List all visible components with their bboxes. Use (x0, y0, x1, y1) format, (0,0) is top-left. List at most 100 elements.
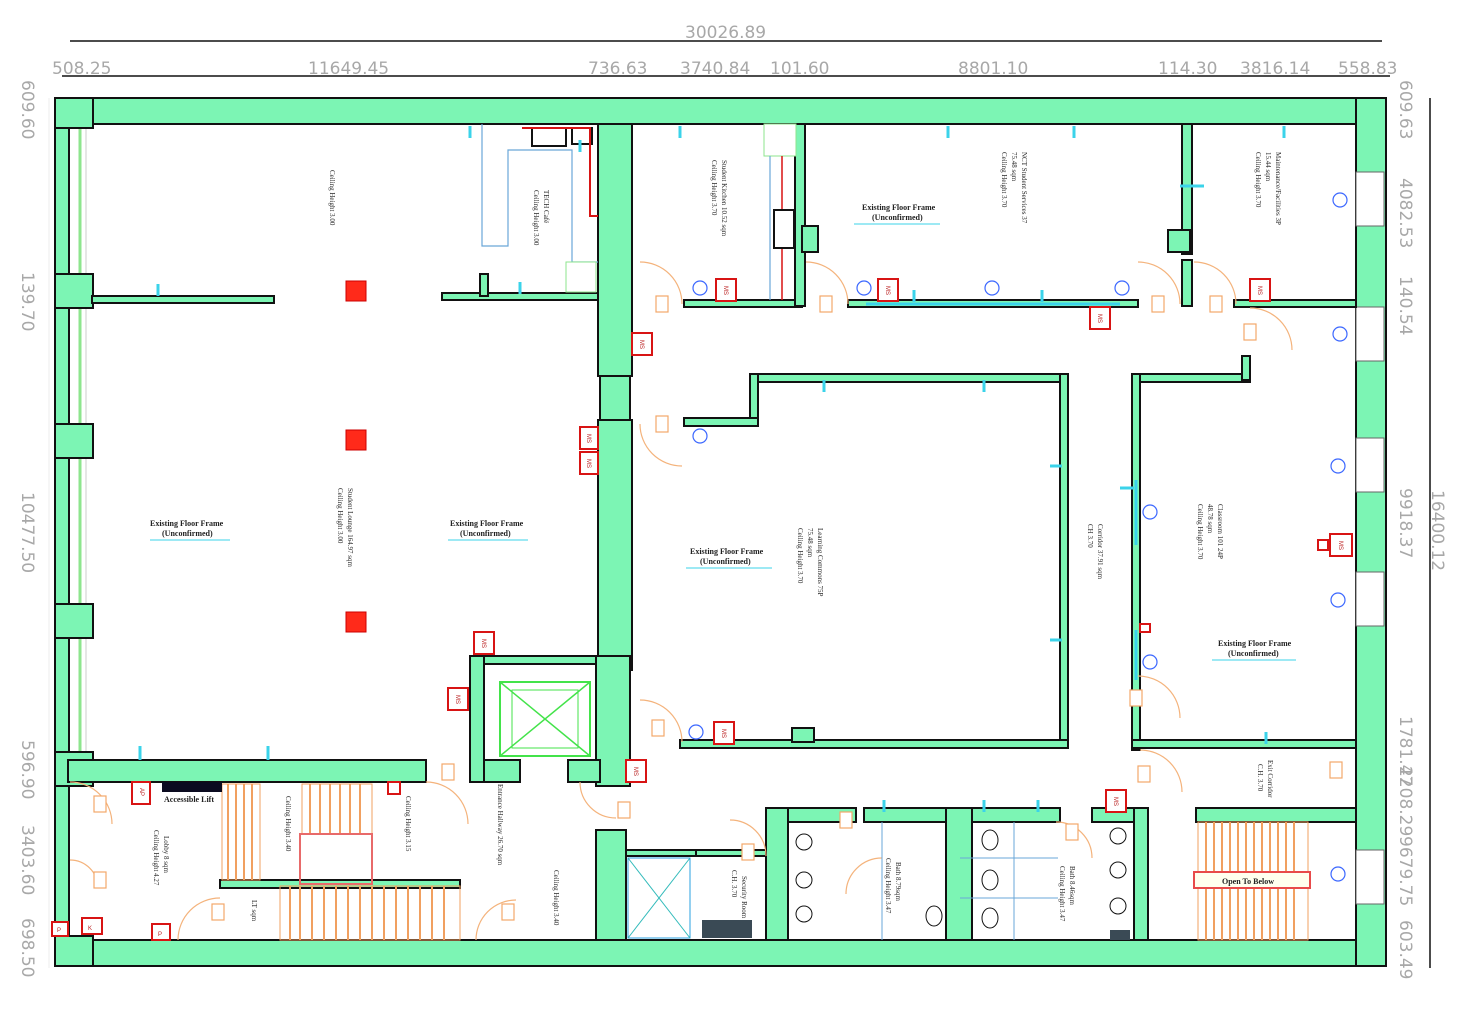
top-dim-6: 8801.10 (958, 59, 1028, 79)
cafe-ceiling: Ceiling Height 3.00 (532, 190, 540, 246)
top-dim-2: 11649.45 (308, 59, 389, 79)
ms-label-7: MS (585, 459, 591, 468)
entrance-hallway-name: Entrance Hallway 26.70 sqm (496, 784, 504, 866)
frame-label-3: Existing Floor Frame (690, 547, 764, 556)
ap-tag: AP (138, 788, 144, 796)
outer-walls (54, 97, 1387, 967)
cafe-counter (481, 124, 598, 293)
services-name: NCT Student Services 37 (1020, 152, 1028, 224)
exit-corridor-ceiling: C.H. 3.70 (1256, 764, 1264, 792)
p-tag-2: P (158, 932, 162, 938)
dimension-lines (48, 40, 1431, 968)
bathroom-fixtures (702, 822, 1130, 940)
ms-label-6: MS (585, 434, 591, 443)
security-area: C.H. 3.70 (730, 870, 738, 898)
ms-label-2: MS (884, 286, 890, 295)
bath-m-name: Bath 8.79sqm (894, 862, 902, 901)
kitchen-ceiling: Ceiling Height 3.70 (710, 160, 718, 216)
door-swings (69, 261, 1293, 941)
p-tag-1: P (57, 928, 61, 934)
frame-sub-5: (Unconfirmed) (1228, 649, 1279, 658)
right-dim-6: 2208.29 (1395, 766, 1415, 836)
bath-f-name: Bath 8.46sqm (1068, 866, 1076, 905)
interior-walls (67, 123, 1357, 941)
top-dim-3: 736.63 (588, 59, 647, 79)
right-windows (1355, 171, 1385, 905)
left-dim-2: 139.70 (17, 272, 37, 331)
security-name: Security Room (740, 876, 748, 919)
stairs-lobby (221, 783, 461, 941)
commons-name: Learning Commons 75P (816, 528, 824, 597)
accessible-lift-bar (162, 782, 222, 792)
maintenance-area: 15.44 sqm (1264, 152, 1272, 182)
classroom-ceiling: Ceiling Height 3.70 (1196, 504, 1204, 560)
overall-width-dimension: 30026.89 (685, 23, 766, 43)
lounge-top-ceiling: Ceiling Height 3.00 (328, 170, 336, 226)
lounge-ceiling: Ceiling Height 3.00 (336, 488, 344, 544)
ms-label-8: MS (480, 639, 486, 648)
ms-tag-labels: MS MS MS MS MS MS MS MS MS MS MS MS MS (454, 286, 1343, 806)
floor-frame-labels: Existing Floor Frame (Unconfirmed) Exist… (150, 203, 1296, 661)
lobby-ceiling: Ceiling Height 4.27 (152, 830, 160, 886)
ms-label-9: MS (454, 695, 460, 704)
top-dim-1: 508.25 (52, 59, 111, 79)
ms-label-1: MS (722, 286, 728, 295)
open-to-below-label: Open To Below (1222, 877, 1274, 886)
services-area: 75.48 sqm (1010, 152, 1018, 182)
right-overall-dim: 16400.12 (1427, 490, 1447, 571)
top-dim-7: 114.30 (1158, 59, 1217, 79)
ms-label-10: MS (720, 729, 726, 738)
left-dimensions: 609.60 139.70 10477.50 596.90 3403.60 69… (17, 80, 37, 977)
left-dim-6: 698.50 (17, 918, 37, 977)
ms-label-11: MS (632, 767, 638, 776)
columns (345, 280, 367, 633)
commons-area: 75.48 sqm (806, 528, 814, 558)
frame-sub-4: (Unconfirmed) (872, 213, 923, 222)
left-dim-1: 609.60 (17, 80, 37, 139)
frame-label-1: Existing Floor Frame (150, 519, 224, 528)
frame-sub-2: (Unconfirmed) (460, 529, 511, 538)
cafe-name: TECH Café (542, 190, 550, 223)
exit-corridor-name: Exit Corridor (1266, 760, 1274, 798)
top-dim-8: 3816.14 (1240, 59, 1310, 79)
room-labels: Ceiling Height 3.00 TECH Café Ceiling He… (152, 152, 1282, 926)
maintenance-name: Maintenance/Facilities 3P (1274, 152, 1282, 225)
right-dim-4: 9918.37 (1395, 488, 1415, 558)
frame-label-4: Existing Floor Frame (862, 203, 936, 212)
frame-label-2: Existing Floor Frame (450, 519, 524, 528)
k-tag: K (88, 926, 92, 932)
orange-tags (93, 295, 1343, 921)
sensors (688, 192, 1348, 882)
right-dim-1: 609.63 (1395, 80, 1415, 139)
stairs-exit (1193, 821, 1311, 941)
right-dim-3: 140.54 (1395, 276, 1415, 335)
stair-ceiling-2: Ceiling Height 3.15 (404, 796, 412, 852)
maintenance-ceiling: Ceiling Height 3.70 (1254, 152, 1262, 208)
frame-sub-3: (Unconfirmed) (700, 557, 751, 566)
corridor-ceiling: CH 3.70 (1086, 524, 1094, 548)
letter-tags (51, 781, 401, 941)
ms-label-5: MS (638, 340, 644, 349)
ms-label-12: MS (1337, 541, 1343, 550)
left-dim-5: 3403.60 (17, 825, 37, 895)
top-dimensions: 508.25 11649.45 736.63 3740.84 101.60 88… (52, 59, 1397, 79)
lounge-name: Student Lounge 164.97 sqm (346, 488, 354, 567)
accessible-lift-label: Accessible Lift (164, 795, 214, 804)
bath-m-ceiling: Ceiling Height 3.47 (884, 858, 892, 914)
right-dim-2: 4082.53 (1395, 178, 1415, 248)
ms-label-3: MS (1096, 314, 1102, 323)
classroom-name: Classroom 101 24P (1216, 504, 1224, 559)
lt-label: LT sqm (250, 900, 258, 922)
stair-ceiling-1: Ceiling Height 3.40 (284, 796, 292, 852)
classroom-area: 48.78 sqm (1206, 504, 1214, 534)
lift-shaft (499, 681, 691, 939)
ms-label-4: MS (1256, 286, 1262, 295)
right-dimensions: 609.63 4082.53 140.54 9918.37 1781.47 22… (1395, 80, 1447, 979)
ms-label-13: MS (1112, 797, 1118, 806)
kitchen-fixtures (763, 123, 797, 300)
lobby-name: Lobby 8 sqm (162, 836, 170, 874)
frame-sub-1: (Unconfirmed) (162, 529, 213, 538)
kitchen-name: Student Kitchen 10.52 sqm (720, 160, 728, 237)
commons-ceiling: Ceiling Height 3.70 (796, 528, 804, 584)
